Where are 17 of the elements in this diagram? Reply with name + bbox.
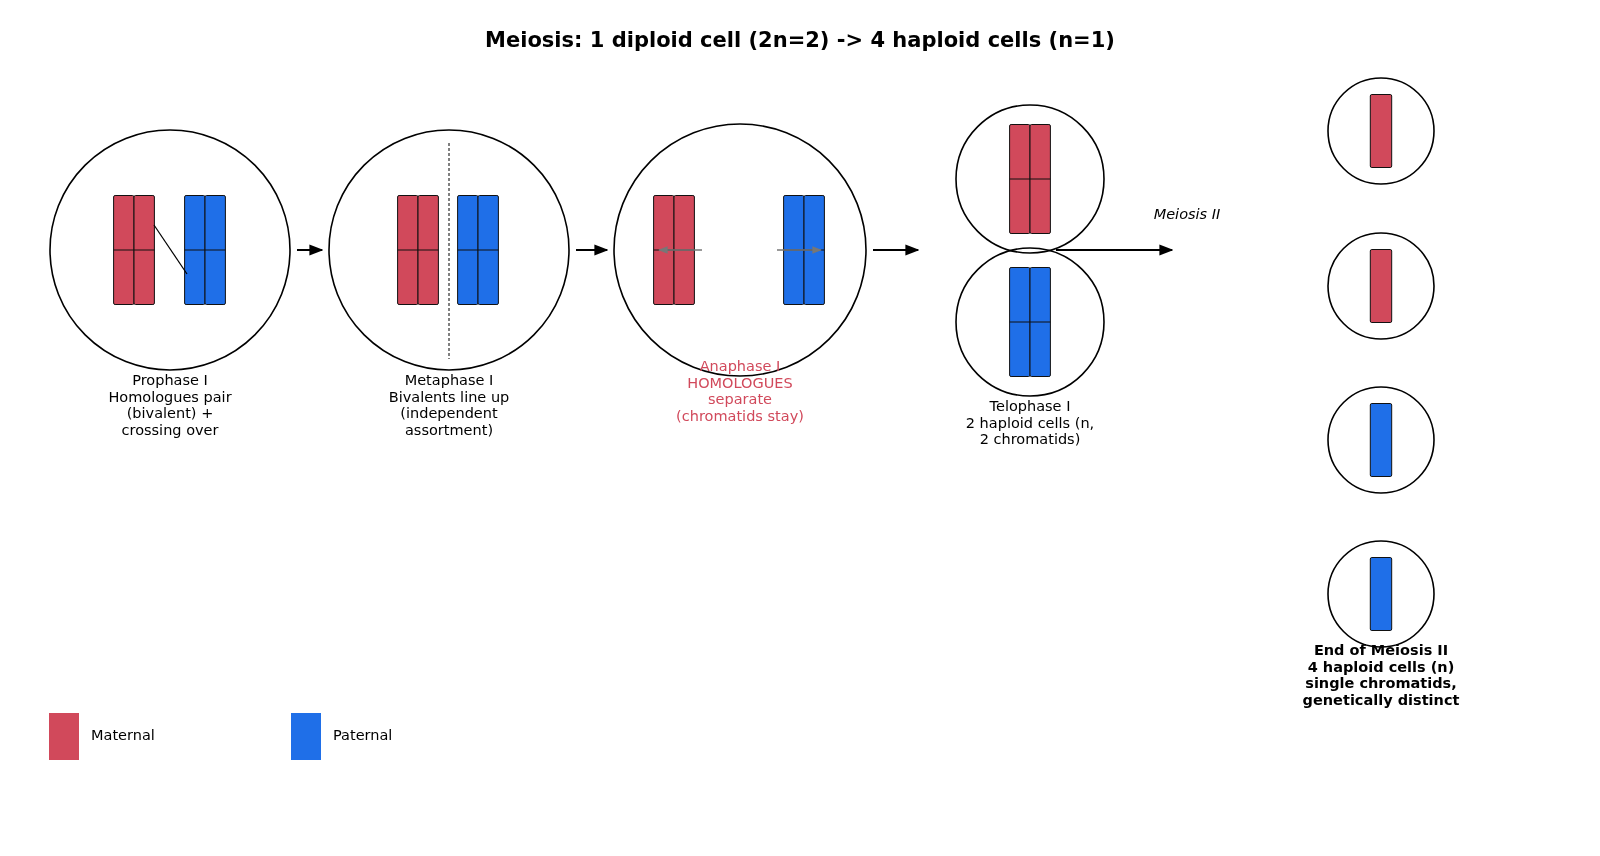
stage-description: Bivalents line up (independent assortment)	[387, 388, 511, 438]
arrow	[575, 244, 609, 256]
stage-description: 2 haploid cells (n, 2 chromatids)	[964, 414, 1096, 448]
stage-label: Prophase I	[131, 372, 209, 389]
legend-label: Maternal	[91, 727, 155, 743]
legend-label: Paternal	[333, 727, 393, 743]
arrow	[296, 244, 324, 256]
stage-label: Anaphase I	[698, 358, 782, 375]
stage-description: 4 haploid cells (n) single chromatids, genetically distinct	[1301, 658, 1461, 708]
stage-label: Telophase I	[988, 398, 1072, 415]
stage-description: Homologues pair (bivalent) + crossing over	[107, 388, 233, 438]
stage-label: Metaphase I	[403, 372, 495, 389]
arrow	[872, 244, 920, 256]
stage-description: HOMOLOGUES separate (chromatids stay)	[675, 374, 805, 424]
edge-label: Meiosis II	[1152, 206, 1222, 222]
stage-label: End of Meiosis II	[1312, 642, 1450, 659]
diagram-title: Meiosis: 1 diploid cell (2n=2) -> 4 haploid cells (n=1)	[484, 28, 1116, 52]
